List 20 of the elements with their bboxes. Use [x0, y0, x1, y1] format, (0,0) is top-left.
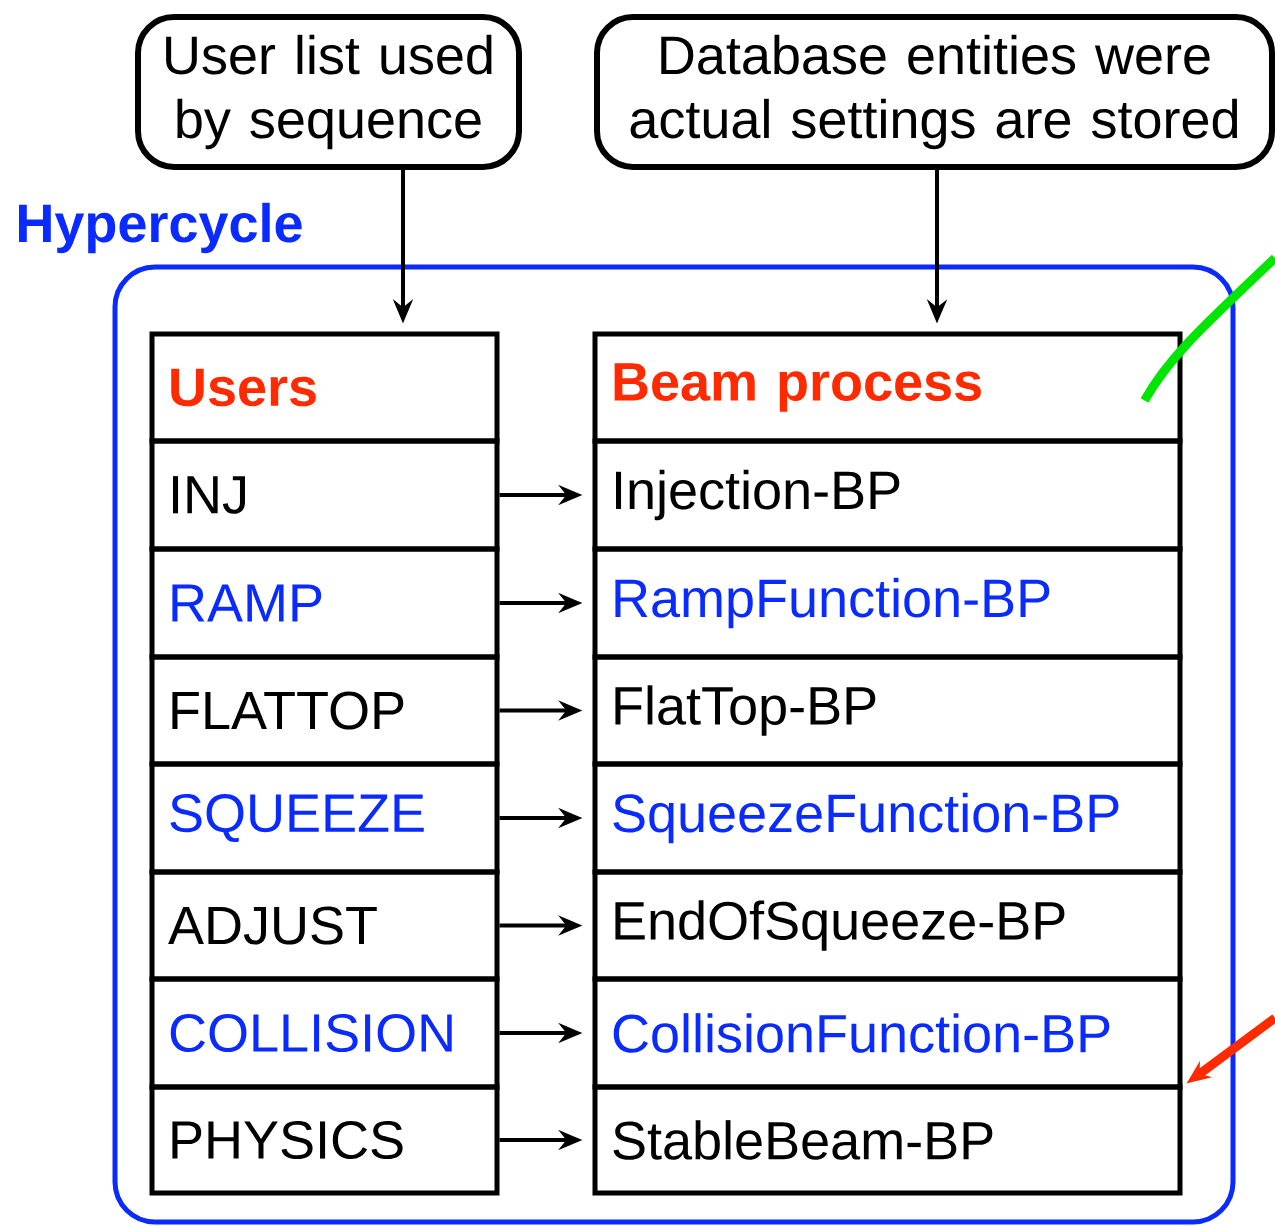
table-cell: ADJUST [149, 869, 500, 982]
header-cell: Beam process [592, 331, 1183, 444]
table-cell: COLLISION [149, 976, 500, 1090]
table-cell: RampFunction-BP [592, 546, 1183, 660]
note-box: User list used by sequence [135, 14, 522, 170]
table-cell: PHYSICS [149, 1084, 500, 1196]
table-cell: SQUEEZE [149, 761, 500, 875]
table-cell: FlatTop-BP [592, 654, 1183, 767]
table-cell: FLATTOP [149, 654, 500, 767]
table-cell: CollisionFunction-BP [592, 976, 1183, 1090]
table-cell: Injection-BP [592, 438, 1183, 552]
table-cell: SqueezeFunction-BP [592, 761, 1183, 875]
note-box: Database entities were actual settings are stored [594, 14, 1275, 170]
group-title: Hypercycle [19, 202, 302, 254]
header-cell: Users [149, 331, 500, 444]
table-cell: INJ [149, 438, 500, 552]
table-cell: RAMP [149, 546, 500, 660]
table-cell: EndOfSqueeze-BP [592, 869, 1183, 982]
table-cell: StableBeam-BP [592, 1084, 1183, 1196]
leader-line [1140, 254, 1275, 403]
